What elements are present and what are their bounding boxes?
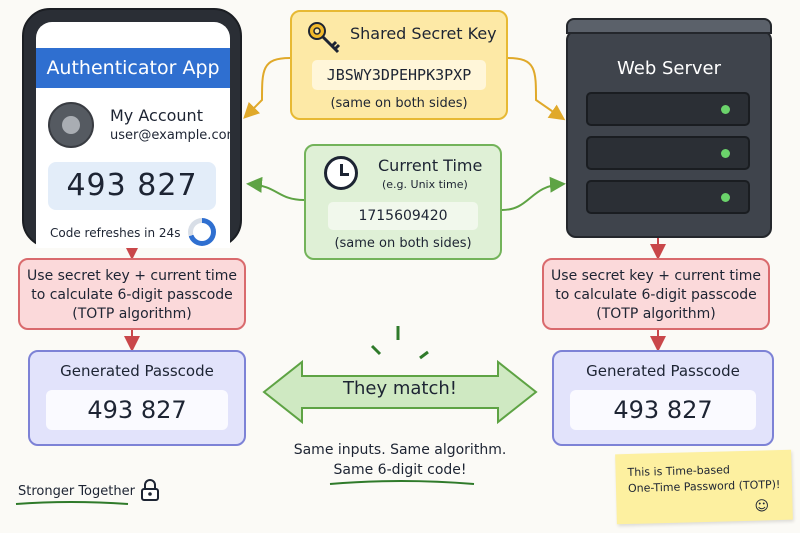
server-bay — [586, 136, 750, 170]
clock-icon — [324, 156, 358, 190]
secret-key-note: (same on both sides) — [330, 96, 468, 111]
secret-key-value: JBSWY3DPEHPK3PXP — [312, 60, 486, 90]
phone-device: Authenticator App My Account user@exampl… — [22, 8, 242, 248]
secret-key-title: Shared Secret Key — [350, 24, 497, 43]
server-bay — [586, 180, 750, 214]
account-name: My Account — [110, 106, 203, 125]
passcode-value: 493 827 — [46, 390, 228, 430]
arrow-time-to-server — [501, 176, 566, 211]
process-line-1: Use secret key + current time — [551, 268, 761, 284]
process-line-3: (TOTP algorithm) — [72, 306, 192, 322]
server-bay — [586, 92, 750, 126]
server-led-icon — [721, 105, 730, 114]
server-led-icon — [721, 149, 730, 158]
authenticator-logo-icon — [48, 102, 94, 148]
secret-key-box: Shared Secret Key JBSWY3DPEHPK3PXP (same… — [290, 10, 508, 120]
account-email: user@example.com — [110, 128, 230, 143]
passcode-box-phone: Generated Passcode 493 827 — [28, 350, 246, 446]
passcode-title: Generated Passcode — [60, 362, 214, 380]
match-double-arrow — [262, 359, 538, 425]
process-box-server: Use secret key + current time to calcula… — [542, 258, 770, 330]
passcode-box-server: Generated Passcode 493 827 — [552, 350, 774, 446]
key-icon — [308, 22, 341, 54]
current-time-value: 1715609420 — [328, 202, 478, 230]
passcode-value: 493 827 — [570, 390, 756, 430]
sticky-note: This is Time-based One-Time Password (TO… — [615, 449, 793, 525]
sparkle-mark — [370, 344, 382, 356]
match-label: They match! — [343, 378, 457, 399]
passcode-title: Generated Passcode — [586, 362, 740, 380]
current-time-subtitle: (e.g. Unix time) — [382, 178, 468, 191]
arrow-key-to-server — [507, 57, 566, 121]
tagline-underline — [15, 501, 129, 505]
sticky-line-2: One-Time Password (TOTP)! — [627, 478, 781, 495]
smiley-icon: ☺ — [754, 498, 770, 515]
current-time-note: (same on both sides) — [334, 236, 472, 251]
tagline-text: Stronger Together — [18, 484, 135, 499]
phone-code: 493 827 — [48, 162, 216, 210]
process-line-2: to calculate 6-digit passcode — [555, 287, 757, 303]
process-line-1: Use secret key + current time — [27, 268, 237, 284]
same-code-underline — [329, 480, 475, 485]
refresh-text: Code refreshes in 24s — [50, 226, 181, 240]
match-line-1: Same inputs. Same algorithm. — [293, 442, 507, 458]
arrow-time-to-phone — [246, 176, 305, 201]
process-line-2: to calculate 6-digit passcode — [31, 287, 233, 303]
tagline: Stronger Together — [18, 484, 135, 499]
phone-screen: Authenticator App My Account user@exampl… — [36, 22, 230, 248]
server-top — [566, 18, 772, 34]
current-time-title: Current Time — [378, 156, 483, 175]
arrow-key-to-phone — [243, 57, 291, 119]
sticky-line-1: This is Time-based — [627, 463, 731, 479]
server-led-icon — [721, 193, 730, 202]
web-server: Web Server — [566, 18, 772, 238]
sparkle-mark — [419, 350, 429, 360]
lock-icon — [141, 479, 159, 501]
server-title: Web Server — [617, 58, 721, 79]
app-title: Authenticator App — [36, 48, 230, 88]
process-box-phone: Use secret key + current time to calcula… — [18, 258, 246, 330]
current-time-box: Current Time (e.g. Unix time) 1715609420… — [304, 144, 502, 260]
refresh-progress-ring — [188, 218, 216, 246]
process-line-3: (TOTP algorithm) — [596, 306, 716, 322]
match-line-2: Same 6-digit code! — [333, 462, 467, 478]
